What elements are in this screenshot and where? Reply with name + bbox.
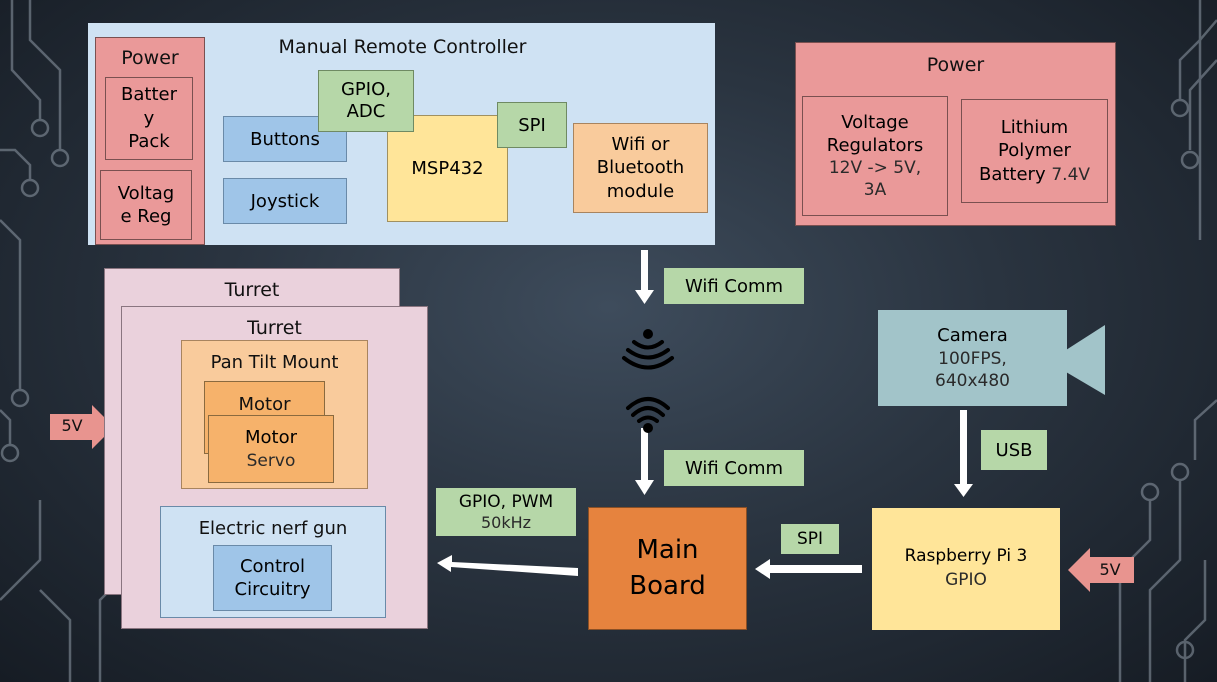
power-title: Power xyxy=(926,54,985,76)
usb-label-box: USB xyxy=(981,430,1047,470)
wifi-module-label: Wifi or Bluetooth module xyxy=(596,133,685,202)
wifi-icon xyxy=(626,397,670,433)
spi-link-label: SPI xyxy=(796,529,824,549)
wifi-broadcast-icon xyxy=(622,329,674,370)
raspberry-5v-arrow xyxy=(1068,548,1134,592)
remote-controller-title: Manual Remote Controller xyxy=(278,36,527,58)
turret-front-title: Turret xyxy=(247,317,302,339)
camera-lens-shape xyxy=(1066,325,1105,395)
raspberry-pi-box: Raspberry Pi 3 GPIO xyxy=(872,508,1060,630)
main-board-box: Main Board xyxy=(588,507,747,630)
battery-pack-box: Batter y Pack xyxy=(105,77,193,160)
camera-box: Camera 100FPS, 640x480 xyxy=(878,310,1067,406)
control-circuitry-label: Control Circuitry xyxy=(234,555,311,600)
raspberry-5v-label: 5V xyxy=(1099,560,1121,579)
spi-link-label-box: SPI xyxy=(781,524,839,554)
joystick-label: Joystick xyxy=(250,190,320,212)
battery-pack-label: Batter y Pack xyxy=(121,84,177,153)
buttons-label: Buttons xyxy=(250,128,320,150)
remote-power-title: Power xyxy=(121,47,179,69)
turret-5v-arrow xyxy=(50,405,114,449)
servo-label: Servo xyxy=(246,450,296,471)
usb-label: USB xyxy=(995,439,1033,461)
turret-5v-label: 5V xyxy=(61,416,83,435)
main-board-label: Main Board xyxy=(629,535,706,601)
voltage-regulators-box: Voltage Regulators 12V -> 5V, 3A xyxy=(802,96,948,216)
control-circuitry-box: Control Circuitry xyxy=(213,545,332,611)
camera-title: Camera xyxy=(937,325,1008,347)
lipo-battery-label: Lithium Polymer Battery 7.4V xyxy=(979,116,1090,186)
wifi-comm-top-label: Wifi Comm xyxy=(684,275,784,297)
gpio-adc-label-box: GPIO, ADC xyxy=(318,70,414,132)
nerf-gun-label: Electric nerf gun xyxy=(198,518,348,539)
raspberry-pi-spec: GPIO xyxy=(945,570,987,590)
pan-tilt-mount-label: Pan Tilt Mount xyxy=(210,352,339,373)
turret-back-title: Turret xyxy=(224,279,280,301)
wifi-module-box: Wifi or Bluetooth module xyxy=(573,123,708,213)
lipo-battery-name: Lithium Polymer Battery xyxy=(978,116,1071,185)
gpio-adc-label: GPIO, ADC xyxy=(340,78,391,123)
msp432-label: MSP432 xyxy=(411,158,484,179)
voltage-regulators-spec: 12V -> 5V, 3A xyxy=(828,158,922,201)
motor-front-label: Motor xyxy=(244,427,297,449)
wifi-comm-top-label-box: Wifi Comm xyxy=(664,268,804,304)
lipo-battery-spec: 7.4V xyxy=(1051,164,1091,185)
wifi-comm-bottom-label-box: Wifi Comm xyxy=(664,450,804,486)
voltage-regulator-box: Voltag e Reg xyxy=(100,170,192,240)
voltage-regulator-label: Voltag e Reg xyxy=(117,182,175,227)
camera-spec: 100FPS, 640x480 xyxy=(935,348,1010,391)
voltage-regulators-label: Voltage Regulators xyxy=(826,111,924,156)
gpio-pwm-freq: 50kHz xyxy=(480,512,532,532)
raspberry-pi-title: Raspberry Pi 3 xyxy=(904,546,1028,567)
wifi-comm-bottom-label: Wifi Comm xyxy=(684,457,784,479)
remote-spi-label-box: SPI xyxy=(497,102,567,148)
gpio-pwm-label: GPIO, PWM xyxy=(458,492,554,513)
remote-spi-label: SPI xyxy=(518,114,546,136)
gpio-pwm-label-box: GPIO, PWM 50kHz xyxy=(436,488,576,536)
motor-back-label: Motor xyxy=(238,394,291,415)
power-panel xyxy=(795,42,1116,226)
msp432-box: MSP432 xyxy=(387,115,508,222)
remote-power-box xyxy=(95,37,205,245)
joystick-box: Joystick xyxy=(223,178,347,224)
motor-servo-box: Motor Servo xyxy=(208,415,334,483)
lipo-battery-box: Lithium Polymer Battery 7.4V xyxy=(961,99,1108,203)
